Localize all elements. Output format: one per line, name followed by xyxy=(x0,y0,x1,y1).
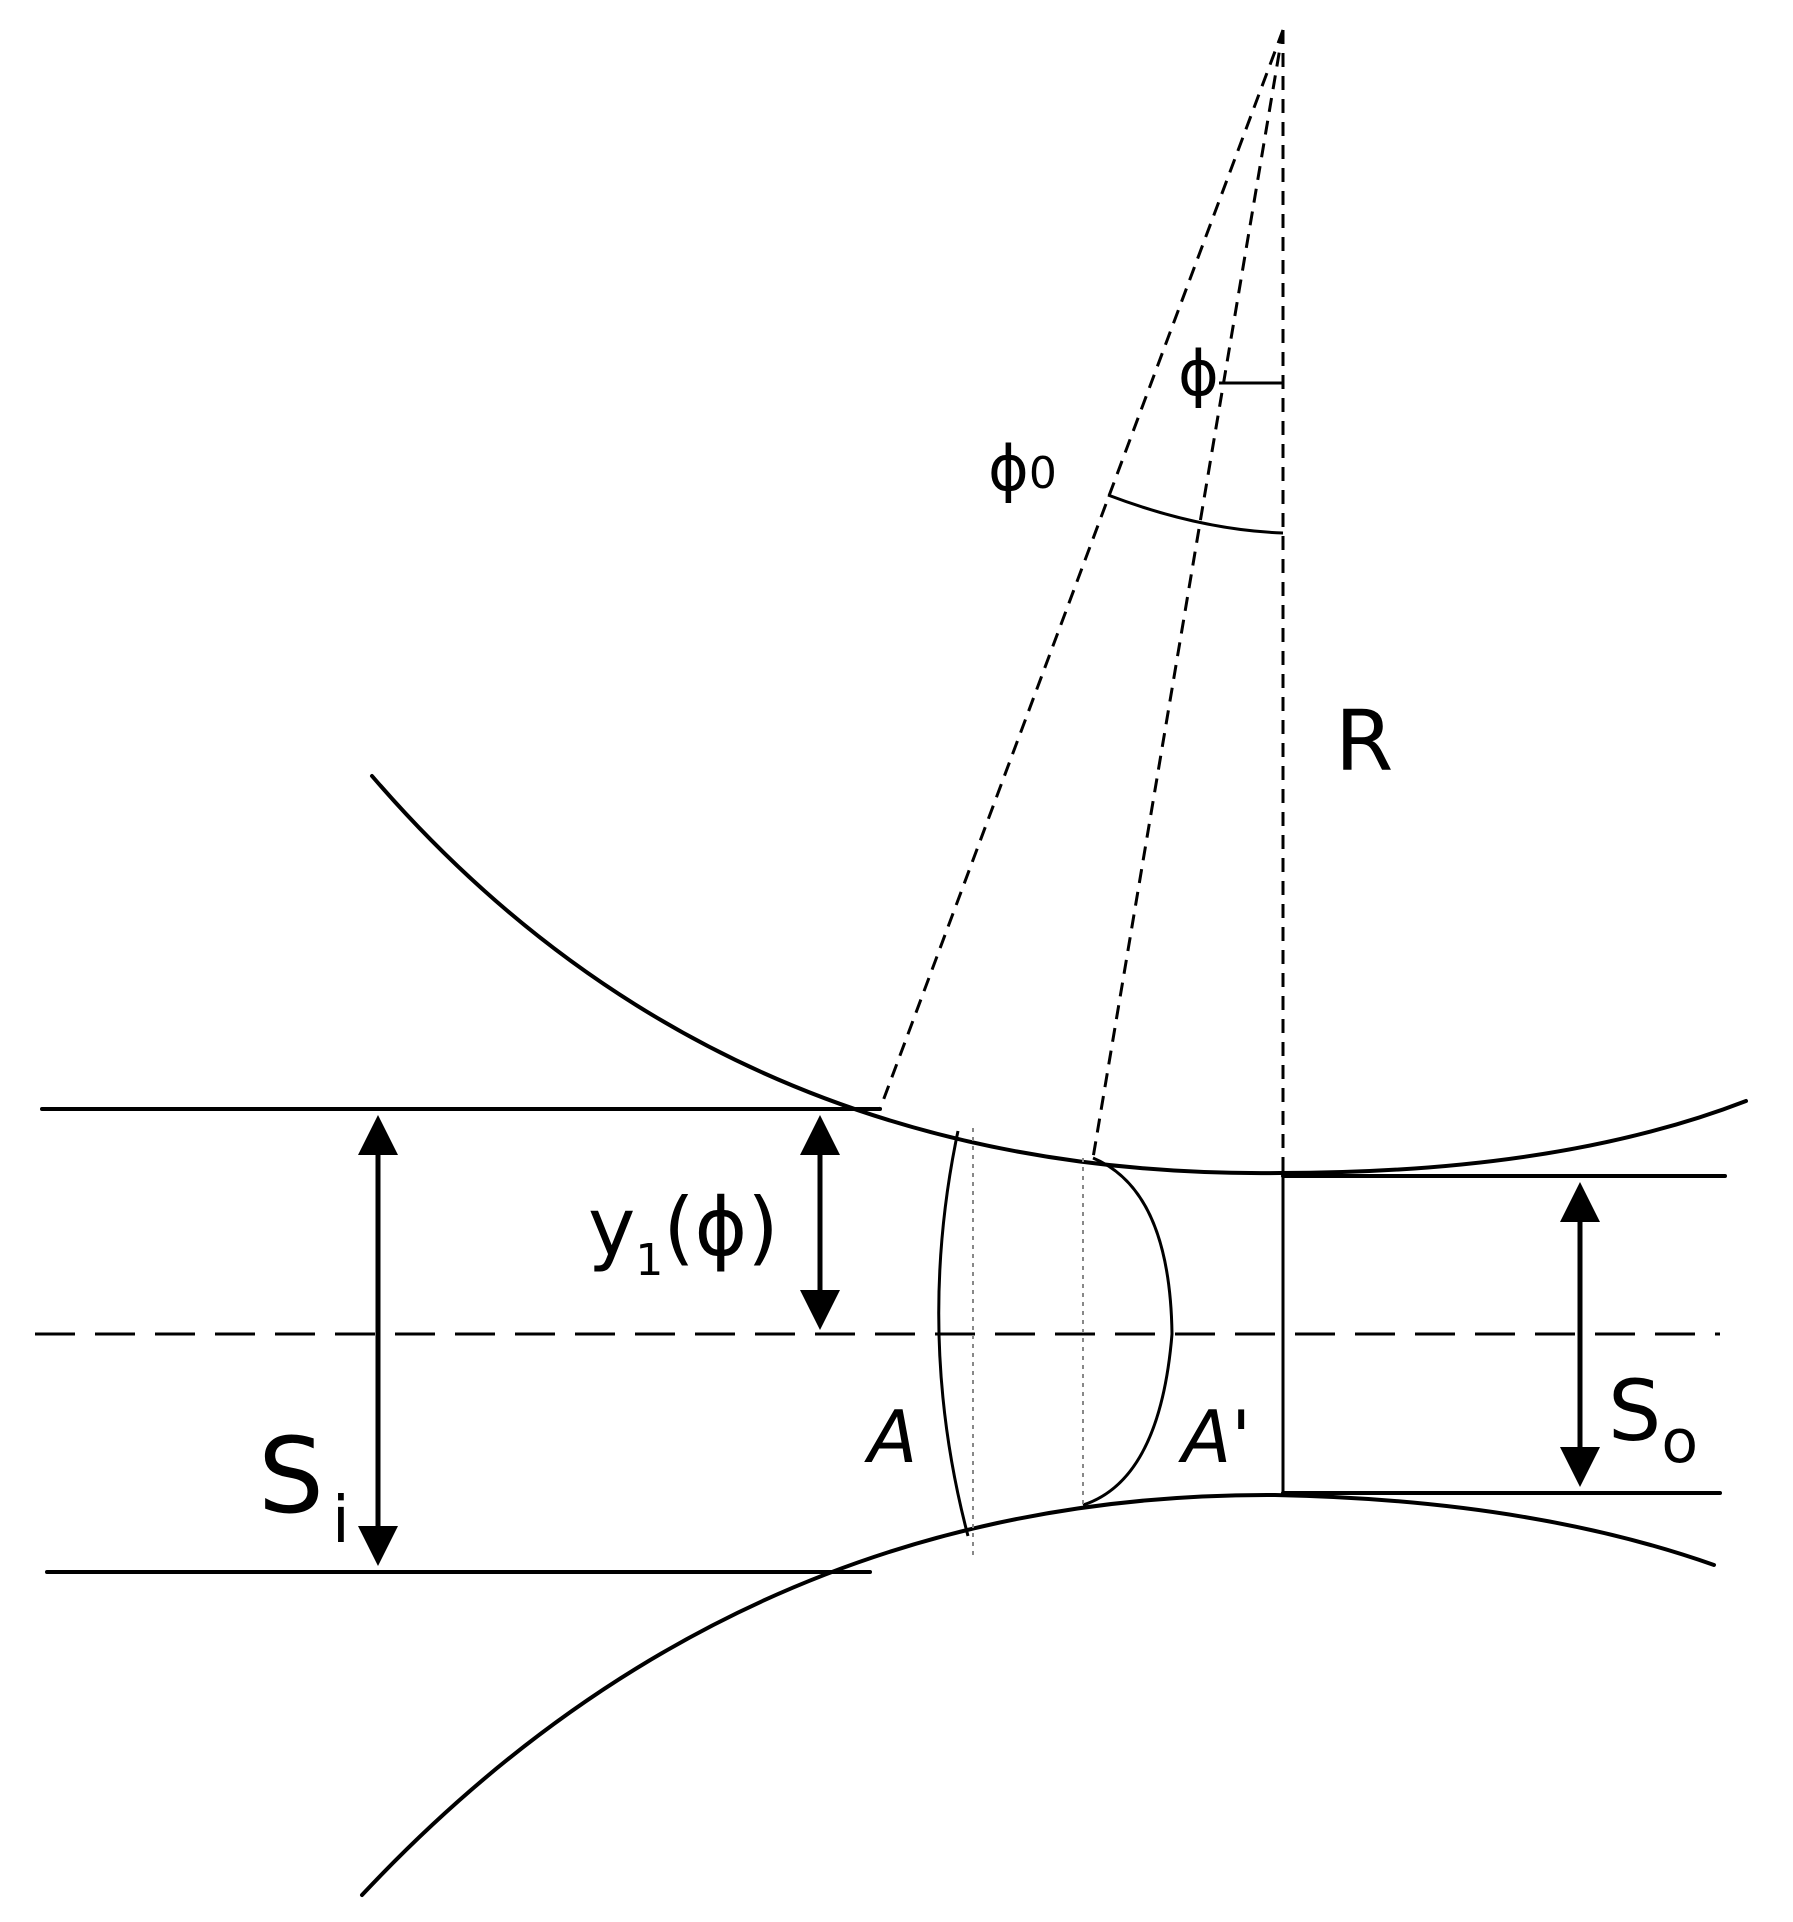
label-So: So xyxy=(1608,1362,1698,1477)
label-R: R xyxy=(1335,692,1393,790)
label-phi: ϕ xyxy=(1178,337,1219,410)
upper-roll-arc xyxy=(370,774,1748,1176)
label-y1-argument: (ϕ) xyxy=(663,1181,778,1274)
label-phi0: ϕ0 xyxy=(988,432,1057,505)
label-Si-subscript: i xyxy=(332,1484,350,1558)
element-A-prime-curve xyxy=(1082,1156,1174,1507)
label-So-subscript: o xyxy=(1661,1407,1698,1477)
lower-roll-arc xyxy=(360,1492,1716,1897)
label-y1-y: y xyxy=(588,1181,635,1274)
label-So-S: S xyxy=(1608,1362,1661,1460)
label-A: A xyxy=(864,1395,917,1479)
label-phi0-symbol: ϕ xyxy=(988,432,1029,505)
label-phi0-subscript: 0 xyxy=(1029,448,1057,499)
radius-line-phi xyxy=(1091,29,1285,1159)
label-y1-phi: y1(ϕ) xyxy=(588,1181,779,1286)
label-A-prime: A' xyxy=(1178,1395,1251,1479)
radius-line-phi0 xyxy=(878,29,1285,1110)
label-Si-S: S xyxy=(258,1415,324,1537)
element-A-curve xyxy=(937,1130,970,1537)
angle-arc-phi0 xyxy=(1107,493,1284,535)
label-y1-subscript: 1 xyxy=(635,1235,663,1286)
